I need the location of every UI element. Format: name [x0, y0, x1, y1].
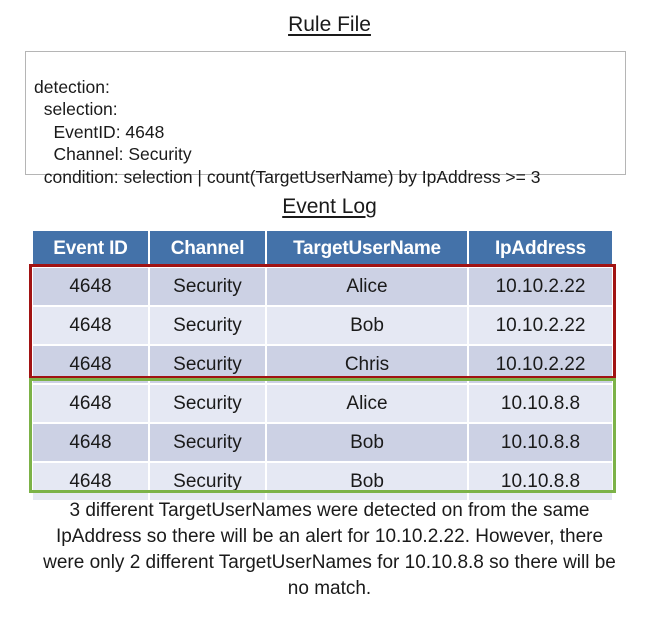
table-row: 4648 Security Bob 10.10.8.8	[33, 462, 612, 502]
rule-file-title-text: Rule File	[288, 13, 371, 36]
cell-channel: Security	[149, 267, 267, 307]
cell-target-user-name: Bob	[266, 462, 469, 502]
cell-target-user-name: Alice	[266, 384, 469, 424]
column-header-channel: Channel	[149, 231, 267, 268]
table-header-row: Event ID Channel TargetUserName IpAddres…	[33, 231, 612, 268]
cell-ip-address: 10.10.8.8	[468, 423, 612, 463]
cell-ip-address: 10.10.8.8	[468, 462, 612, 502]
cell-channel: Security	[149, 306, 267, 346]
column-header-target-user-name: TargetUserName	[266, 231, 469, 268]
table-row: 4648 Security Alice 10.10.2.22	[33, 267, 612, 307]
explanation-caption: 3 different TargetUserNames were detecte…	[43, 500, 616, 599]
cell-event-id: 4648	[33, 423, 150, 463]
event-log-title-text: Event Log	[282, 195, 377, 218]
column-header-event-id: Event ID	[33, 231, 150, 268]
cell-channel: Security	[149, 384, 267, 424]
rule-file-box: detection: selection: EventID: 4648 Chan…	[25, 51, 626, 187]
cell-event-id: 4648	[33, 306, 150, 346]
cell-channel: Security	[149, 462, 267, 502]
table-row: 4648 Security Alice 10.10.8.8	[33, 384, 612, 424]
column-header-ip-address: IpAddress	[468, 231, 612, 268]
cell-target-user-name: Bob	[266, 423, 469, 463]
cell-event-id: 4648	[33, 267, 150, 307]
cell-ip-address: 10.10.2.22	[468, 267, 612, 307]
event-log-title: Event Log	[0, 194, 659, 220]
cell-event-id: 4648	[33, 345, 150, 385]
table-row: 4648 Security Bob 10.10.8.8	[33, 423, 612, 463]
cell-ip-address: 10.10.2.22	[468, 306, 612, 346]
cell-ip-address: 10.10.8.8	[468, 384, 612, 424]
event-log-table: Event ID Channel TargetUserName IpAddres…	[33, 231, 612, 502]
cell-event-id: 4648	[33, 384, 150, 424]
cell-target-user-name: Alice	[266, 267, 469, 307]
cell-event-id: 4648	[33, 462, 150, 502]
cell-channel: Security	[149, 345, 267, 385]
rule-file-code: detection: selection: EventID: 4648 Chan…	[34, 76, 541, 187]
rule-file-title: Rule File	[0, 12, 659, 38]
cell-target-user-name: Bob	[266, 306, 469, 346]
cell-ip-address: 10.10.2.22	[468, 345, 612, 385]
table-row: 4648 Security Bob 10.10.2.22	[33, 306, 612, 346]
cell-channel: Security	[149, 423, 267, 463]
cell-target-user-name: Chris	[266, 345, 469, 385]
table-row: 4648 Security Chris 10.10.2.22	[33, 345, 612, 385]
